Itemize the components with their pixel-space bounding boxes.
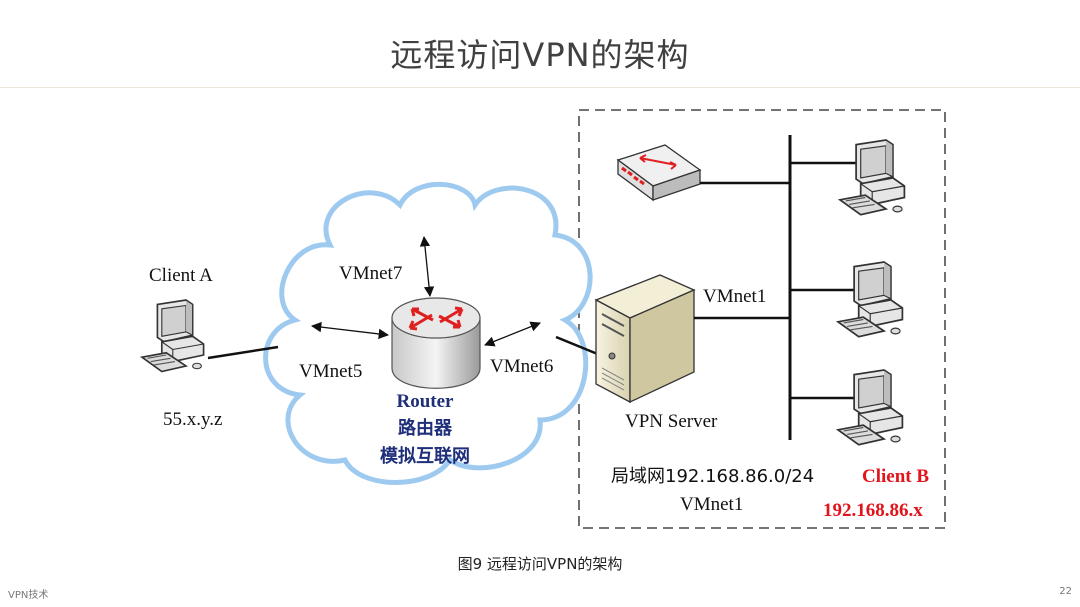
vmnet6-label: VMnet6 <box>490 356 553 377</box>
lan-computer-icon-1 <box>839 139 906 216</box>
router-icon <box>391 297 481 389</box>
footer-course-name: VPN技术 <box>8 590 49 601</box>
page-number: 22 <box>1059 586 1072 597</box>
title-divider <box>0 87 1080 88</box>
client-a-computer-icon <box>141 299 205 373</box>
vpn-server-label: VPN Server <box>625 411 718 432</box>
lan-computer-icon-2 <box>837 261 904 338</box>
lan-computer-icon-3 <box>837 369 904 446</box>
client-b-label: Client B <box>862 466 929 487</box>
router-label-internet: 模拟互联网 <box>380 445 470 467</box>
client-a-link <box>207 345 279 360</box>
figure-caption: 图9 远程访问VPN的架构 <box>457 555 623 573</box>
lan-subnet-label: 局域网192.168.86.0/24 <box>611 466 814 487</box>
lan-vmnet1-label: VMnet1 <box>680 494 743 515</box>
router-name: Router <box>397 391 455 412</box>
slide-title: 远程访问VPN的架构 <box>390 36 690 74</box>
vpn-server-icon <box>594 274 696 404</box>
vmnet1-label: VMnet1 <box>703 286 766 307</box>
vmnet7-label: VMnet7 <box>339 263 402 284</box>
client-b-ip: 192.168.86.x <box>823 500 923 521</box>
client-a-label: Client A <box>149 265 213 286</box>
vmnet5-label: VMnet5 <box>299 361 362 382</box>
router-label-cn: 路由器 <box>398 417 453 439</box>
client-a-ip: 55.x.y.z <box>163 409 222 430</box>
lan-boundary <box>578 109 946 529</box>
switch-icon <box>616 144 702 202</box>
